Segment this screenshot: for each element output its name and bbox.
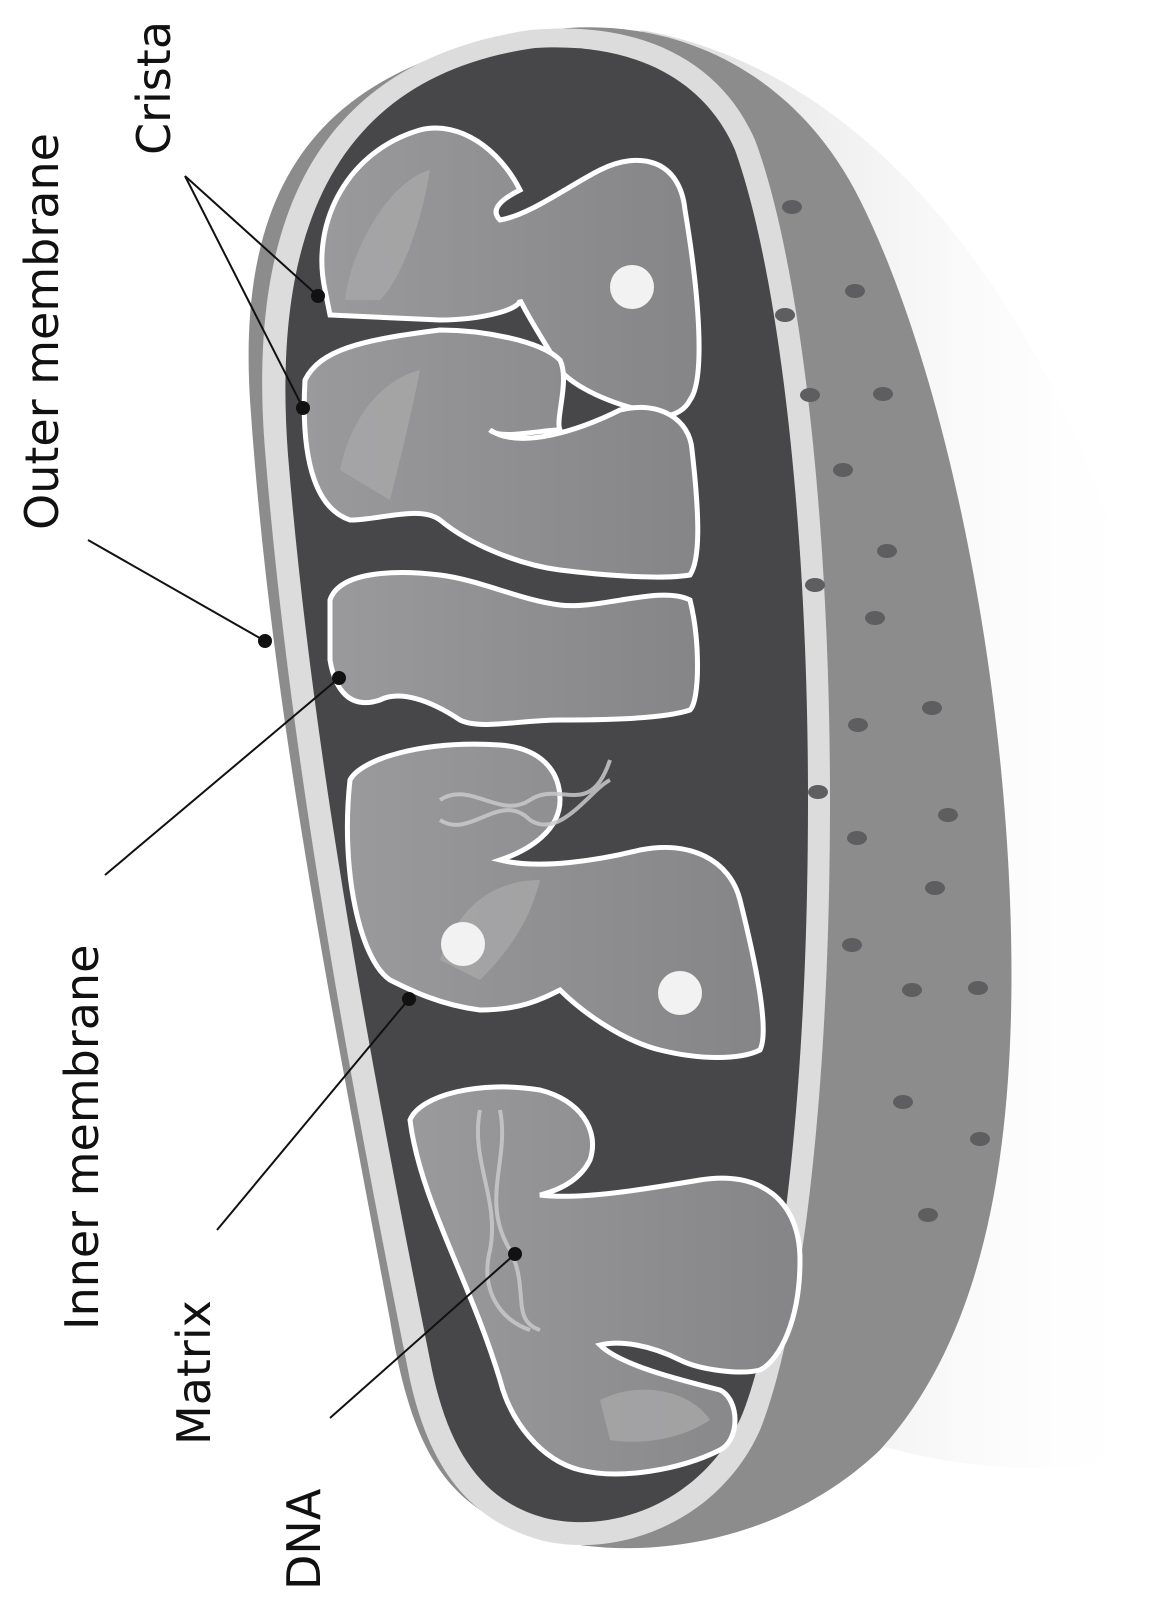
pore bbox=[775, 308, 795, 322]
pore bbox=[893, 1095, 913, 1109]
pore bbox=[925, 881, 945, 895]
pore bbox=[833, 463, 853, 477]
pore bbox=[968, 981, 988, 995]
pore bbox=[842, 938, 862, 952]
inner-membrane-pointer-dot bbox=[332, 671, 346, 685]
pore bbox=[922, 701, 942, 715]
pore bbox=[877, 544, 897, 558]
pore bbox=[808, 785, 828, 799]
pore bbox=[848, 718, 868, 732]
pore bbox=[805, 578, 825, 592]
pore bbox=[938, 808, 958, 822]
pore bbox=[800, 388, 820, 402]
matrix-label: Matrix bbox=[167, 1300, 221, 1445]
crista-pointer-dot bbox=[311, 289, 325, 303]
granule bbox=[610, 265, 654, 309]
dna-label: DNA bbox=[277, 1488, 331, 1590]
matrix-pointer-dot bbox=[402, 992, 416, 1006]
dna-pointer-dot bbox=[508, 1247, 522, 1261]
pore bbox=[918, 1208, 938, 1222]
pore bbox=[845, 284, 865, 298]
pore bbox=[782, 200, 802, 214]
outer-membrane-leader bbox=[88, 540, 265, 641]
granule bbox=[658, 971, 702, 1015]
crista-label: Crista bbox=[127, 21, 181, 155]
outer-membrane-label: Outer membrane bbox=[15, 133, 69, 530]
pore bbox=[865, 611, 885, 625]
pore bbox=[873, 387, 893, 401]
pore bbox=[970, 1132, 990, 1146]
outer-membrane-pointer-dot bbox=[258, 634, 272, 648]
pore bbox=[847, 831, 867, 845]
granule bbox=[441, 922, 485, 966]
inner-membrane-label: Inner membrane bbox=[55, 945, 109, 1330]
pore bbox=[902, 983, 922, 997]
crista-pointer-dot bbox=[296, 401, 310, 415]
